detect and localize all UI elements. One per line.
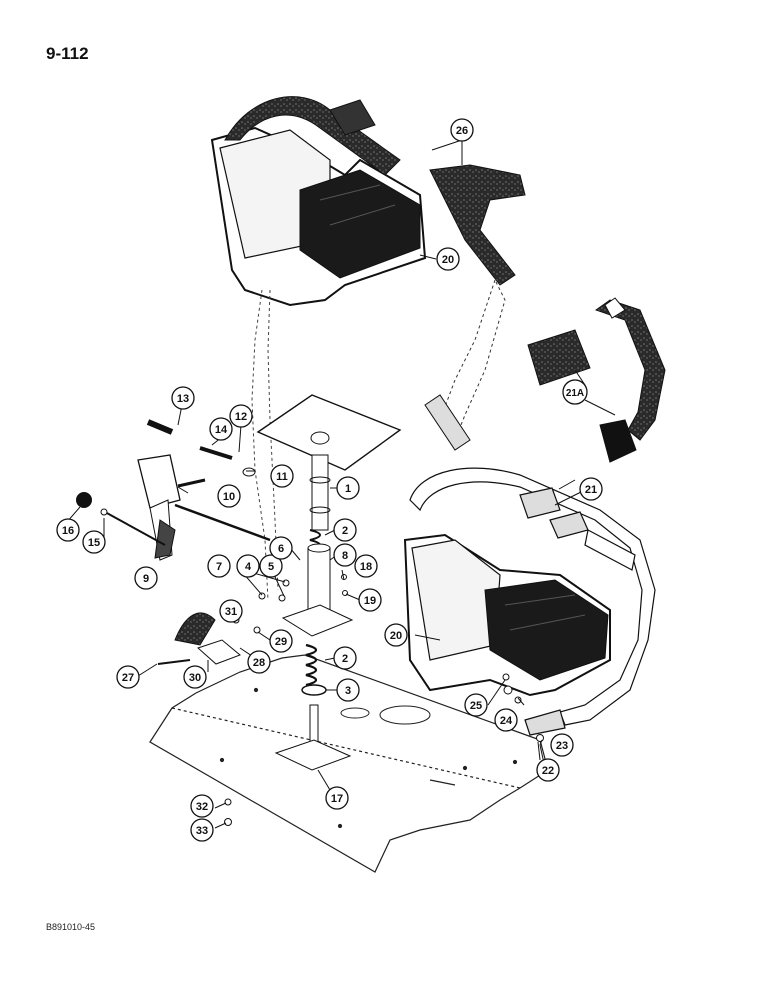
svg-text:9: 9 xyxy=(143,573,149,585)
svg-text:16: 16 xyxy=(62,525,74,537)
callout-8: 8 xyxy=(333,543,357,567)
svg-text:27: 27 xyxy=(122,672,134,684)
lap-belt-21 xyxy=(409,467,656,736)
post-hardware xyxy=(232,467,348,634)
callout-13: 13 xyxy=(171,386,195,410)
callout-20-lower: 20 xyxy=(384,623,408,647)
page-number: 9-112 xyxy=(46,44,89,63)
callout-27: 27 xyxy=(116,665,140,689)
svg-text:22: 22 xyxy=(542,765,554,777)
svg-text:30: 30 xyxy=(189,672,201,684)
seat-belt-21a xyxy=(527,297,666,463)
svg-text:21: 21 xyxy=(585,484,597,496)
callout-14: 14 xyxy=(209,417,233,441)
callouts: 1 2 2 3 4 5 6 7 8 9 10 11 12 13 14 15 16… xyxy=(56,118,603,842)
svg-text:24: 24 xyxy=(500,715,513,727)
svg-text:13: 13 xyxy=(177,393,189,405)
callout-20-upper: 20 xyxy=(436,247,460,271)
svg-text:17: 17 xyxy=(331,793,343,805)
upper-seat-belt xyxy=(224,96,526,451)
svg-text:6: 6 xyxy=(278,543,284,555)
svg-text:21A: 21A xyxy=(566,388,584,399)
seat-post-assembly xyxy=(256,394,402,771)
svg-text:11: 11 xyxy=(276,471,288,483)
callout-21: 21 xyxy=(579,477,603,501)
drawing-code: B891010-45 xyxy=(46,922,96,932)
callout-31: 31 xyxy=(219,599,243,623)
callout-5: 5 xyxy=(259,554,283,578)
svg-text:31: 31 xyxy=(225,606,237,618)
callout-18: 18 xyxy=(354,554,378,578)
callout-28: 28 xyxy=(247,650,271,674)
svg-text:14: 14 xyxy=(215,424,228,436)
callout-2-upper: 2 xyxy=(333,518,357,542)
lower-seat-hardware xyxy=(502,673,544,761)
callout-32: 32 xyxy=(190,794,214,818)
svg-text:33: 33 xyxy=(196,825,208,837)
callout-9: 9 xyxy=(134,566,158,590)
bracket-assembly xyxy=(157,612,241,665)
svg-text:25: 25 xyxy=(470,700,482,712)
svg-text:5: 5 xyxy=(268,561,274,573)
callout-24: 24 xyxy=(494,708,518,732)
svg-text:26: 26 xyxy=(456,125,468,137)
base-hardware xyxy=(224,798,232,826)
svg-text:28: 28 xyxy=(253,657,265,669)
callout-2-lower: 2 xyxy=(333,646,357,670)
callout-26: 26 xyxy=(450,118,474,142)
callout-22: 22 xyxy=(536,758,560,782)
svg-text:15: 15 xyxy=(88,537,100,549)
callout-6: 6 xyxy=(269,536,293,560)
callout-23: 23 xyxy=(550,733,574,757)
svg-text:8: 8 xyxy=(342,550,348,562)
callout-7: 7 xyxy=(207,554,231,578)
callout-1: 1 xyxy=(336,476,360,500)
callout-30: 30 xyxy=(183,665,207,689)
svg-text:19: 19 xyxy=(364,595,376,607)
svg-text:23: 23 xyxy=(556,740,568,752)
svg-text:3: 3 xyxy=(345,685,351,697)
svg-text:20: 20 xyxy=(442,254,454,266)
upper-seat xyxy=(210,126,427,307)
lower-seat xyxy=(403,533,611,697)
callout-17: 17 xyxy=(325,786,349,810)
svg-text:2: 2 xyxy=(342,525,348,537)
svg-text:1: 1 xyxy=(345,483,351,495)
callout-10: 10 xyxy=(217,484,241,508)
callout-29: 29 xyxy=(269,629,293,653)
callout-leaders xyxy=(59,139,616,829)
svg-text:12: 12 xyxy=(235,411,247,423)
svg-text:10: 10 xyxy=(223,491,235,503)
callout-15: 15 xyxy=(82,530,106,554)
lever-assembly xyxy=(76,419,271,561)
svg-text:29: 29 xyxy=(275,636,287,648)
callout-21a: 21A xyxy=(562,379,588,405)
svg-text:20: 20 xyxy=(390,630,402,642)
callout-19: 19 xyxy=(358,588,382,612)
svg-text:2: 2 xyxy=(342,653,348,665)
callout-12: 12 xyxy=(229,404,253,428)
callout-25: 25 xyxy=(464,693,488,717)
svg-text:18: 18 xyxy=(360,561,372,573)
callout-11: 11 xyxy=(270,464,294,488)
callout-4: 4 xyxy=(236,554,260,578)
svg-text:32: 32 xyxy=(196,801,208,813)
svg-text:4: 4 xyxy=(245,561,252,573)
callout-33: 33 xyxy=(190,818,214,842)
svg-text:7: 7 xyxy=(216,561,222,573)
callout-3: 3 xyxy=(336,678,360,702)
callout-16: 16 xyxy=(56,518,80,542)
